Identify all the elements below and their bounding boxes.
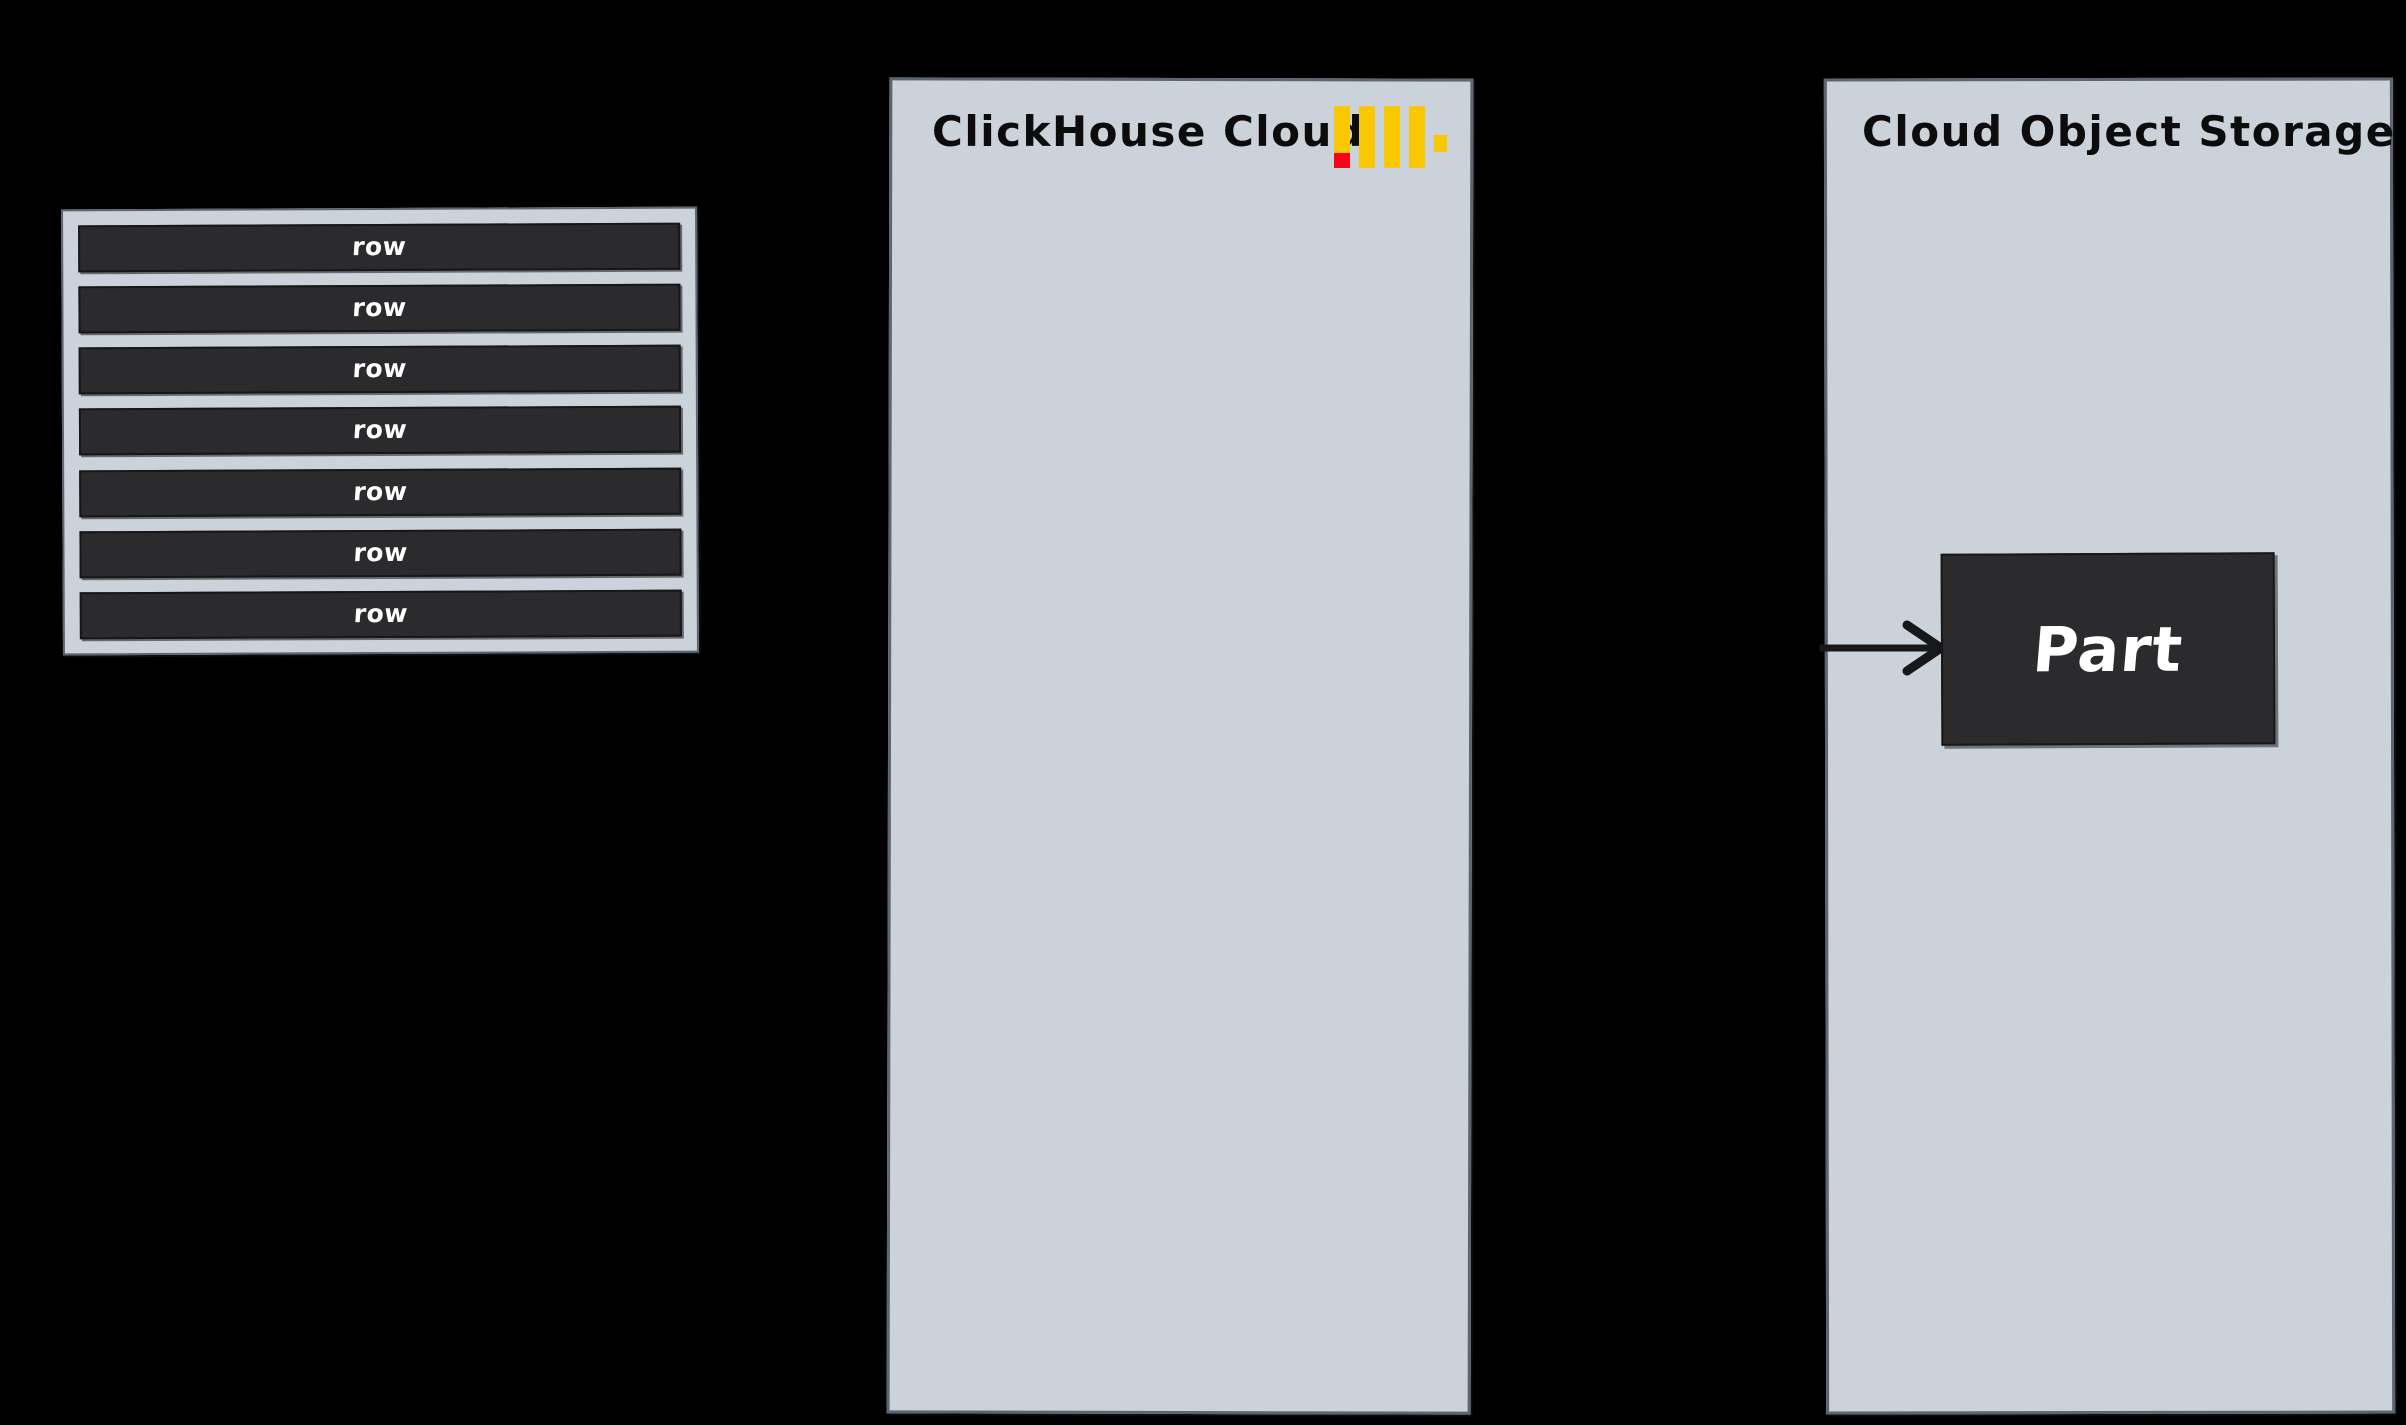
row-label: row [352,537,409,567]
row-label: row [352,476,409,506]
clickhouse-cloud-panel [886,77,1474,1415]
table-row: row [78,283,681,334]
table-row: row [78,344,681,395]
clickhouse-logo-accent [1334,153,1350,168]
clickhouse-cloud-title: ClickHouse Cloud [932,107,1365,156]
row-label: row [351,231,408,262]
row-label: row [352,598,409,629]
row-label: row [351,354,408,384]
rows-table: row row row row row row row [61,206,699,656]
clickhouse-logo-bar [1409,106,1425,168]
cloud-object-storage-panel [1823,77,2396,1415]
clickhouse-logo-bar [1359,106,1375,168]
table-row: row [78,406,682,456]
clickhouse-logo-icon [1334,106,1447,178]
row-label: row [351,415,408,445]
part-box: Part [1940,552,2276,746]
table-row: row [79,589,682,640]
row-label: row [351,293,408,323]
clickhouse-logo-bar [1334,106,1350,168]
cloud-object-storage-title: Cloud Object Storage [1862,107,2396,156]
table-row: row [79,467,682,517]
part-label: Part [2030,612,2186,686]
table-row: row [79,528,682,579]
table-row: row [78,222,681,273]
clickhouse-logo-dot [1434,135,1447,152]
clickhouse-logo-bar [1384,106,1400,168]
